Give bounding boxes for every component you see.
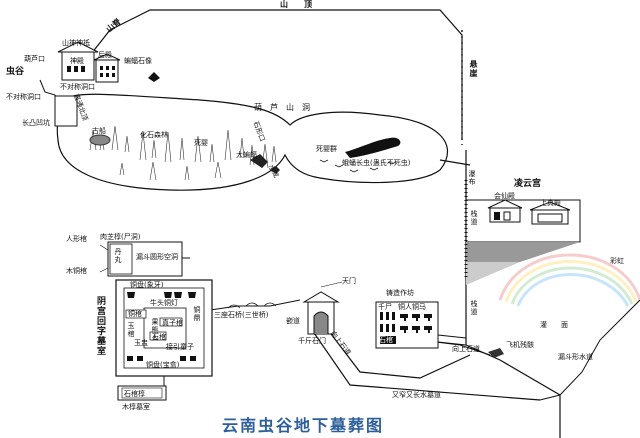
label-infant-group: 死婴群 <box>316 145 337 153</box>
label-rainbow: 彩虹 <box>610 257 624 265</box>
label-hulukou: 葫芦口 <box>24 55 45 63</box>
label-big-bat: 大蝙蝠 <box>236 151 257 159</box>
label-yin-palace: 阴宫回字墓室 <box>95 296 105 356</box>
label-lingyun-palace: 凌云宫 <box>514 179 542 189</box>
label-dead-infant: 死婴 <box>194 139 208 147</box>
long-worm <box>345 137 401 158</box>
label-mountain-gods: 山神神祗 <box>62 39 90 47</box>
label-guide-boy: 接引童子 <box>166 343 194 351</box>
label-plank-road-2: 栈道 <box>470 300 478 316</box>
label-stone-sarcophagus: 石棺椁 <box>124 390 145 398</box>
label-guanmian: 灌 面 <box>540 321 568 329</box>
label-fossil-forest: 化石森林 <box>140 131 168 139</box>
label-zhen-coffin: 真子棺 <box>162 319 183 327</box>
workshop-figures <box>380 312 432 344</box>
label-rouzhi: 肉芝椁(尸洞) <box>100 233 141 241</box>
label-huixian-hall: 会仙殿 <box>494 192 515 200</box>
label-plank-road-1: 栈道 <box>470 210 478 226</box>
label-plane-wreck: 飞机残骸 <box>506 341 534 349</box>
label-jade-coffin: 玉棺 <box>127 322 135 338</box>
label-bear-man: 果熊人 <box>151 318 159 342</box>
label-shangzhen-hall: 上真殿 <box>540 199 561 207</box>
rainbow <box>498 253 640 307</box>
label-bronze-plate-1: 铜盘(象牙) <box>130 281 164 289</box>
label-elixir: 丹丸 <box>114 248 122 264</box>
label-small-stone-coffin: 石棺 <box>152 333 166 341</box>
label-asym-hole-2: 不对称洞口 <box>6 93 41 101</box>
label-jade-cup: 玉盅 <box>134 339 148 347</box>
map-title: 云南虫谷地下墓葬图 <box>222 416 385 435</box>
label-narrow-water-tomb: 又窄又长水墓道 <box>392 391 441 399</box>
label-thousand-corpses: 千尸 <box>378 303 392 311</box>
label-bronze-tripod: 铜鼎 <box>193 306 201 322</box>
label-hulu-cave: 葫 芦 山 洞 <box>254 103 310 112</box>
label-wood-coffin: 木铜棺 <box>66 267 87 275</box>
label-three-bridges: 三座石桥(三世桥) <box>214 311 269 319</box>
label-funnel-water: 漏斗形水道 <box>558 353 593 361</box>
mountain-outline <box>79 9 463 140</box>
label-houdian: 后殿 <box>98 51 112 59</box>
label-bronze-coffin: 铜棺 <box>128 310 142 318</box>
label-summit: 山 顶 <box>280 0 312 9</box>
label-oxhead-lamp: 牛头铜灯 <box>150 299 178 307</box>
label-casting-workshop: 铸造作坊 <box>386 289 414 297</box>
label-bat-statue: 蝙蝠石像 <box>124 57 152 65</box>
right-edge <box>559 299 640 396</box>
hulu-cave <box>56 93 449 191</box>
label-waterfall: 瀑布 <box>468 170 476 186</box>
label-cliff: 悬崖 <box>469 60 478 78</box>
label-asym-hole-1: 不对称洞口 <box>60 83 95 91</box>
label-shenmiao: 神殿 <box>70 57 84 65</box>
label-bronze-figures: 铜人铜马 <box>398 303 426 311</box>
label-human-coffin: 人形棺 <box>66 235 87 243</box>
label-stone-coffin-ws: 石棺 <box>379 336 393 344</box>
label-wood-chamber: 木椁墓室 <box>122 403 150 411</box>
label-tianmen: 天门 <box>342 277 356 285</box>
label-qiandao: 嵌道 <box>286 317 300 325</box>
label-upward-path-right: 向上石道 <box>452 345 480 353</box>
label-stone-gate: 千斤石门 <box>298 337 326 345</box>
label-old-boat: 古船 <box>92 127 106 135</box>
three-bridges <box>209 299 301 311</box>
label-funnel-cavity: 漏斗圆形空洞 <box>136 253 178 261</box>
label-chonggu: 虫谷 <box>6 67 25 77</box>
label-concave-pit: 长凸凹坑 <box>22 119 50 127</box>
label-bronze-plate-2: 铜盘(宝盒) <box>146 361 180 369</box>
label-worm: 蛾蛹长虫(蛊氏不死虫) <box>342 159 411 167</box>
